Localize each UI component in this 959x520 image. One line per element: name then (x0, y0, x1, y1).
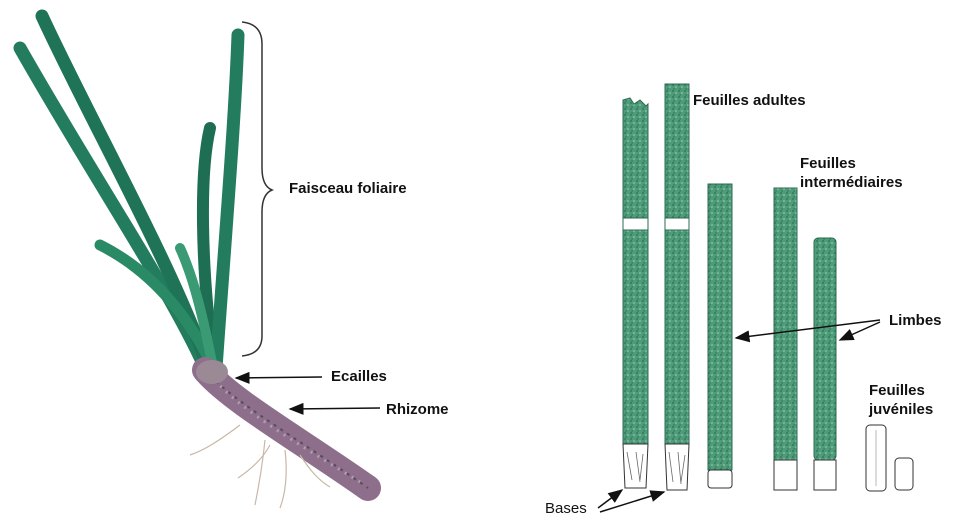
limbes-label: Limbes (889, 312, 942, 329)
ecailles-label: Ecailles (331, 368, 387, 385)
limbes-arrow-1 (736, 320, 880, 338)
adult-leaf-2 (665, 84, 689, 490)
juveniles-label-2: juvéniles (869, 401, 933, 418)
intermediate-leaf-1 (708, 184, 732, 488)
bases-label: Bases (545, 500, 587, 517)
leaf (216, 35, 238, 368)
bases-arrow-2 (600, 492, 664, 512)
rhizome-label: Rhizome (386, 401, 449, 418)
seagrass-plant (20, 16, 380, 508)
intermediaires-label-2: intermédiaires (800, 174, 903, 191)
leaf-types (598, 84, 913, 512)
intermediaires-label-1: Feuilles (800, 155, 856, 172)
leaf (20, 48, 205, 368)
adultes-label: Feuilles adultes (693, 92, 806, 109)
bases-arrow-1 (598, 490, 622, 508)
intermediate-leaf-3 (814, 238, 836, 490)
juvenile-leaf-1 (866, 425, 886, 491)
ecailles-arrow (236, 377, 322, 378)
juvenile-leaf-2 (895, 458, 913, 490)
faisceau-brace (242, 22, 272, 356)
faisceau-label: Faisceau foliaire (289, 180, 407, 197)
rhizome-arrow (290, 408, 380, 409)
intermediate-leaf-2 (774, 188, 797, 490)
adult-leaf-1 (623, 98, 648, 488)
juveniles-label-1: Feuilles (869, 382, 925, 399)
